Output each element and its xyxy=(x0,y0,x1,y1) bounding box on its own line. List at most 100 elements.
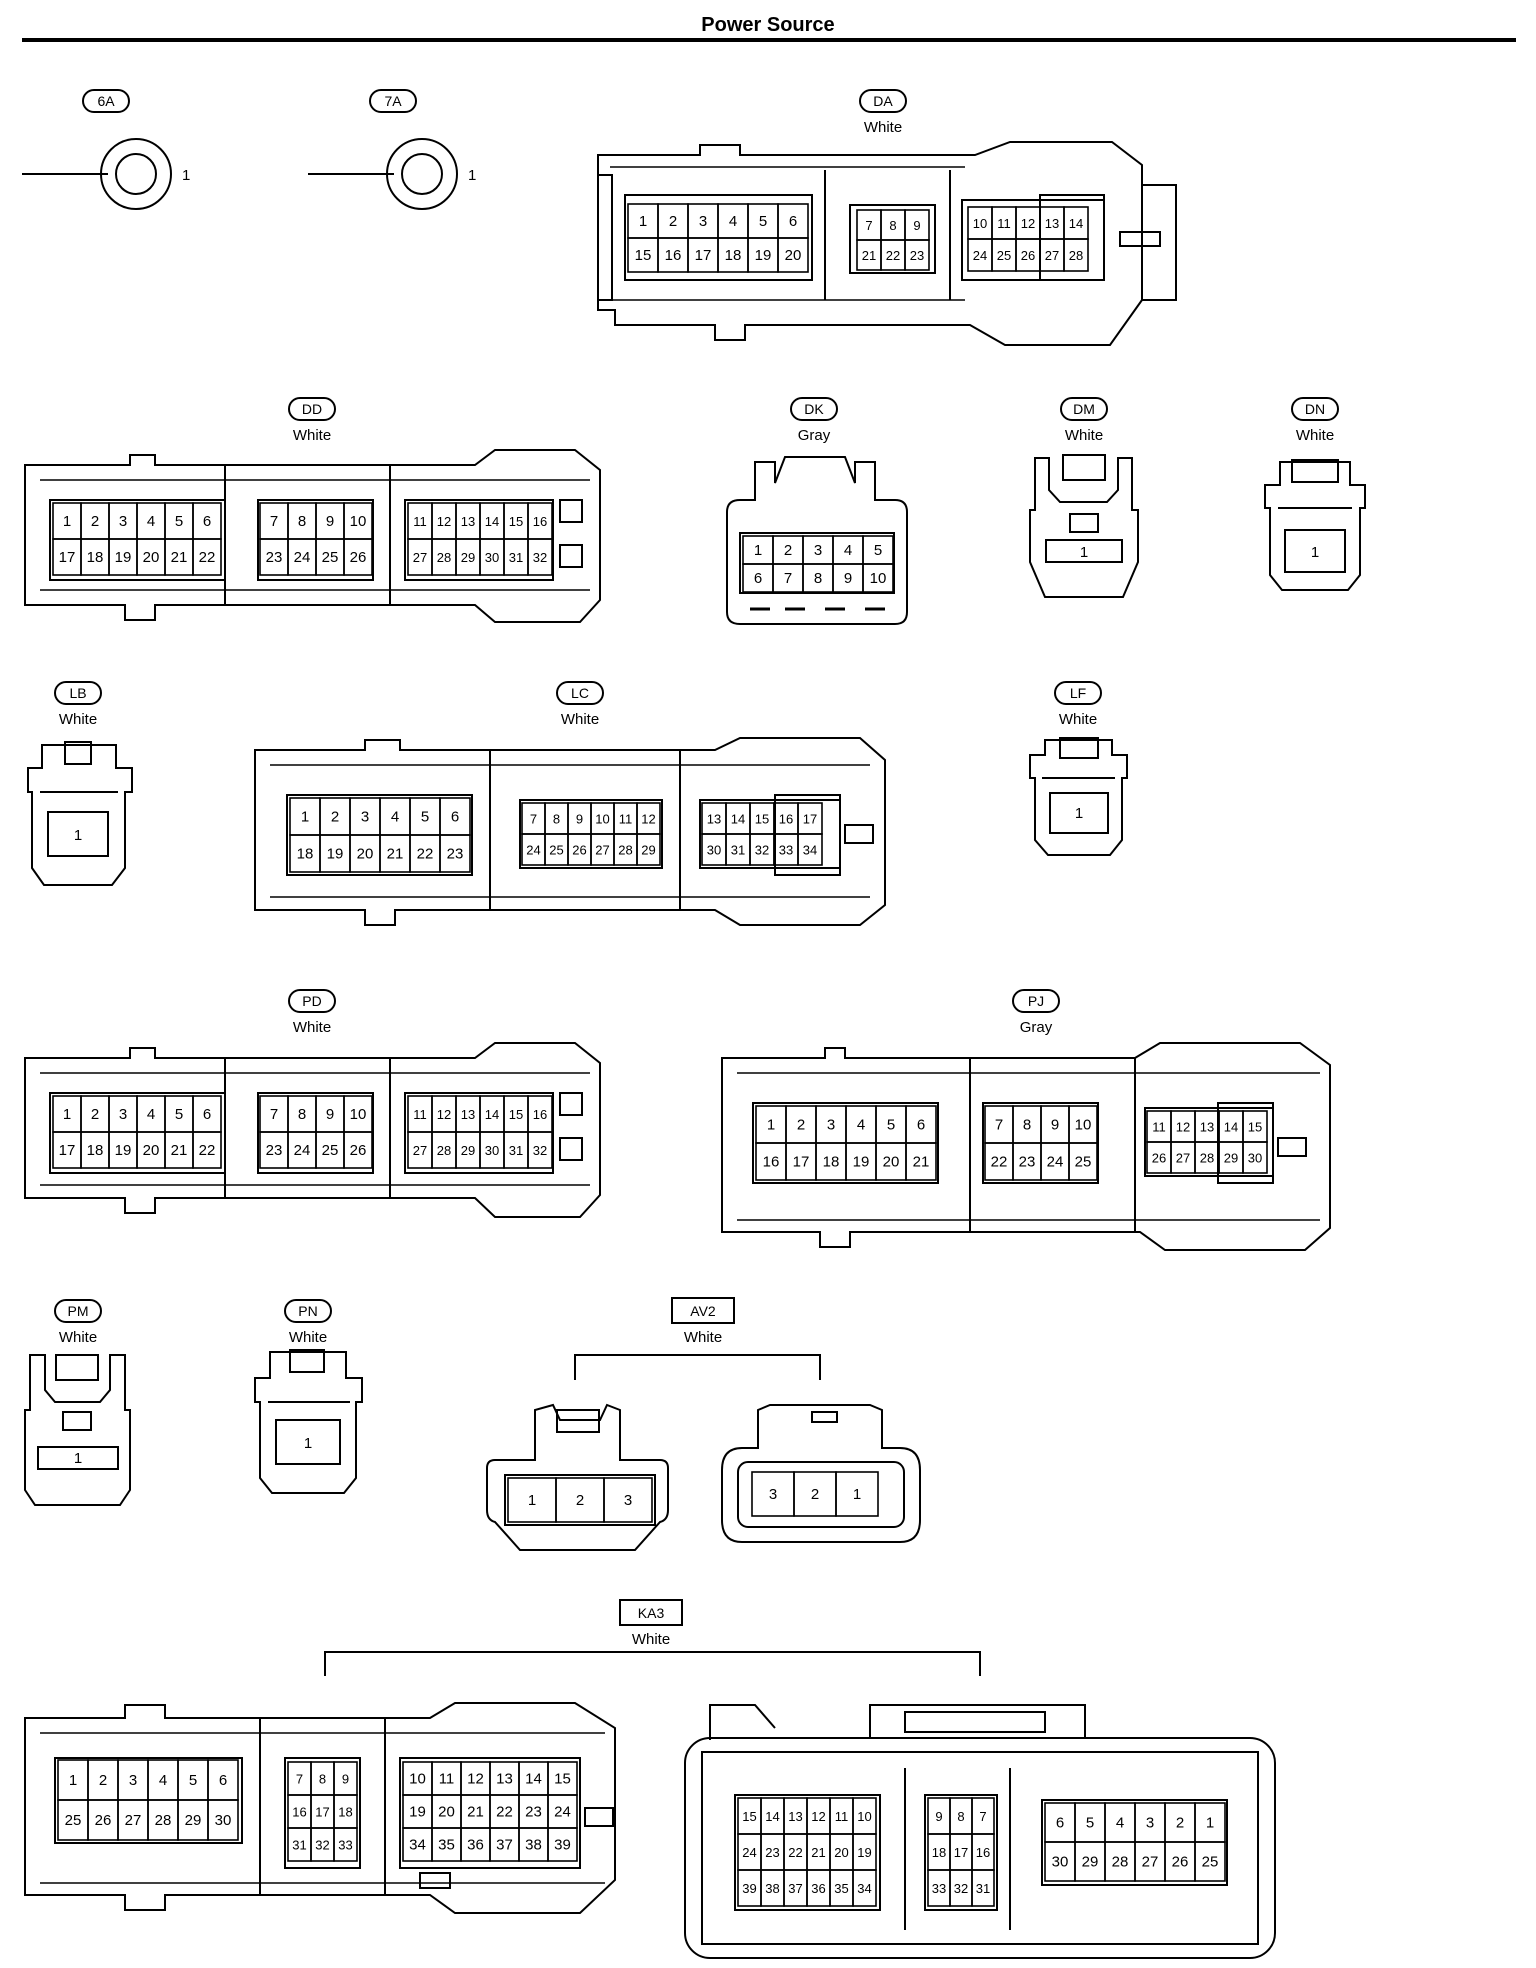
tag-LF: LF xyxy=(1070,685,1086,701)
pin-PD-24: 24 xyxy=(294,1142,311,1159)
pin-KA3f-19: 19 xyxy=(857,1845,871,1860)
pin-PD-32: 32 xyxy=(533,1143,547,1158)
pin-KA3m-17: 17 xyxy=(315,1805,329,1820)
pin-DD-32: 32 xyxy=(533,550,547,565)
pin-PJ-8: 8 xyxy=(1023,1117,1031,1134)
pin-KA3f-9: 9 xyxy=(935,1809,942,1824)
connector-PD: PD White xyxy=(24,989,601,1218)
pin-LC-16: 16 xyxy=(779,812,793,827)
pin-DA-28: 28 xyxy=(1069,248,1083,263)
connector-LC: LC White xyxy=(254,681,886,926)
pin-DD-31: 31 xyxy=(509,550,523,565)
pin-KA3f-6: 6 xyxy=(1056,1815,1064,1832)
color-LC: White xyxy=(561,711,599,728)
pin-DD-28: 28 xyxy=(437,550,451,565)
pin-KA3f-10: 10 xyxy=(857,1809,871,1824)
pin-DD-22: 22 xyxy=(199,549,216,566)
pin-DA-5: 5 xyxy=(759,213,767,230)
pin-KA3f-35: 35 xyxy=(834,1881,848,1896)
pin-cell-KA3m-30 xyxy=(207,1799,239,1841)
pin-LC-7: 7 xyxy=(530,812,537,827)
pin-PJ-21: 21 xyxy=(913,1154,930,1171)
pin-LC-12: 12 xyxy=(641,812,655,827)
pin-PD-3: 3 xyxy=(119,1106,127,1123)
pin-KA3f-12: 12 xyxy=(811,1809,825,1824)
pin-AV2m-2: 2 xyxy=(576,1492,584,1509)
color-PJ: Gray xyxy=(1020,1019,1053,1036)
pin-PJ-15: 15 xyxy=(1248,1120,1262,1135)
pin-KA3f-27: 27 xyxy=(1142,1854,1159,1871)
pin-DD-30: 30 xyxy=(485,550,499,565)
pin-PD-13: 13 xyxy=(461,1107,475,1122)
pin-PJ-22: 22 xyxy=(991,1154,1008,1171)
tag-DA: DA xyxy=(873,93,893,109)
pin-KA3f-5: 5 xyxy=(1086,1815,1094,1832)
color-DN: White xyxy=(1296,427,1334,444)
pin-DK-3: 3 xyxy=(814,542,822,559)
pin-PJ-1: 1 xyxy=(767,1117,775,1134)
pin-KA3f-30: 30 xyxy=(1052,1854,1069,1871)
pin-cell-LC-34 xyxy=(797,833,823,866)
pin-DD-9: 9 xyxy=(326,513,334,530)
pin-DD-16: 16 xyxy=(533,514,547,529)
pin-DD-11: 11 xyxy=(413,514,427,529)
pin-KA3f-23: 23 xyxy=(765,1845,779,1860)
pin-PD-29: 29 xyxy=(461,1143,475,1158)
pin-cell-KA3f-31 xyxy=(971,1869,995,1907)
pin-LC-1: 1 xyxy=(301,809,309,826)
tag-PN: PN xyxy=(298,1303,317,1319)
pin-LC-8: 8 xyxy=(553,812,560,827)
pin-DA-25: 25 xyxy=(997,248,1011,263)
pin-cell-LC-29 xyxy=(636,833,661,866)
pin-PJ-11: 11 xyxy=(1152,1120,1166,1135)
pin-KA3f-34: 34 xyxy=(857,1881,871,1896)
connector-DD: DD White xyxy=(24,397,601,623)
pin-cell-KA3f-34 xyxy=(852,1869,877,1907)
pin-KA3m-19: 19 xyxy=(409,1804,426,1821)
color-DM: White xyxy=(1065,427,1103,444)
pin-DA-27: 27 xyxy=(1045,248,1059,263)
pin-PJ-25: 25 xyxy=(1075,1154,1092,1171)
pin-PM-1: 1 xyxy=(74,1450,82,1467)
pin-LC-28: 28 xyxy=(618,843,632,858)
pin-DD-6: 6 xyxy=(203,513,211,530)
pin-KA3m-23: 23 xyxy=(525,1804,542,1821)
pin-PJ-26: 26 xyxy=(1152,1151,1166,1166)
pin-PD-15: 15 xyxy=(509,1107,523,1122)
pin-cell-PJ-30 xyxy=(1242,1141,1268,1174)
pin-PD-2: 2 xyxy=(91,1106,99,1123)
tag-KA3: KA3 xyxy=(638,1605,665,1621)
pin-LC-23: 23 xyxy=(447,846,464,863)
pin-DA-4: 4 xyxy=(729,213,737,230)
pin-DD-29: 29 xyxy=(461,550,475,565)
pin-KA3f-11: 11 xyxy=(835,1809,849,1824)
pin-cell-DA-20 xyxy=(777,237,809,273)
pin-PD-9: 9 xyxy=(326,1106,334,1123)
pin-PJ-20: 20 xyxy=(883,1154,900,1171)
pin-KA3f-39: 39 xyxy=(742,1881,756,1896)
pin-cell-KA3m-33 xyxy=(333,1827,358,1862)
pin-LC-31: 31 xyxy=(731,843,745,858)
pin-cell-PJ-21 xyxy=(905,1142,937,1181)
pin-cell-AV2m-3 xyxy=(603,1477,653,1523)
pin-cell-PD-22 xyxy=(192,1131,222,1169)
pin-cell-PD-26 xyxy=(343,1131,373,1169)
pin-PJ-9: 9 xyxy=(1051,1117,1059,1134)
pin-KA3f-37: 37 xyxy=(788,1881,802,1896)
pin-PJ-18: 18 xyxy=(823,1154,840,1171)
pin-DA-17: 17 xyxy=(695,247,712,264)
pin-DD-21: 21 xyxy=(171,549,188,566)
pin-KA3m-9: 9 xyxy=(342,1772,349,1787)
pin-KA3f-20: 20 xyxy=(834,1845,848,1860)
connector-DA: DA White xyxy=(597,89,1177,346)
pin-PJ-14: 14 xyxy=(1224,1120,1238,1135)
pin-PD-17: 17 xyxy=(59,1142,76,1159)
pin-KA3m-15: 15 xyxy=(554,1771,571,1788)
pin-DD-25: 25 xyxy=(322,549,339,566)
pin-AV2f-2: 2 xyxy=(811,1486,819,1503)
pin-DD-3: 3 xyxy=(119,513,127,530)
pin-DD-19: 19 xyxy=(115,549,132,566)
pin-KA3m-34: 34 xyxy=(409,1837,426,1854)
pin-PD-16: 16 xyxy=(533,1107,547,1122)
